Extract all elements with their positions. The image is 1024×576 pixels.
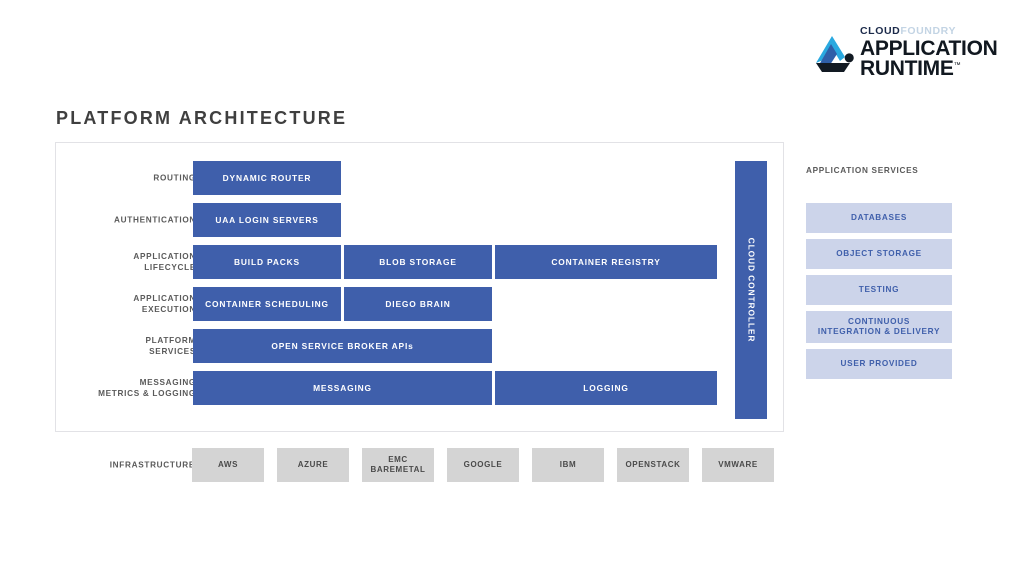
architecture-component-box[interactable]: CONTAINER SCHEDULING: [193, 287, 341, 321]
logo-foundry-text: FOUNDRY: [900, 25, 957, 38]
application-service-label: TESTING: [858, 284, 900, 294]
infrastructure-provider-label-line: VMWARE: [718, 460, 758, 469]
architecture-component-box[interactable]: BLOB STORAGE: [344, 245, 492, 279]
architecture-component-label: BLOB STORAGE: [379, 257, 457, 267]
architecture-row-label-line: PLATFORM: [145, 336, 196, 345]
application-service-label: DATABASES: [850, 212, 908, 222]
architecture-row-label-line: METRICS & LOGGING: [98, 389, 196, 398]
infrastructure-provider-label: OPENSTACK: [625, 460, 680, 470]
infrastructure-provider-label: VMWARE: [718, 460, 758, 470]
architecture-row-label-line: AUTHENTICATION: [114, 215, 196, 225]
application-service-label: USER PROVIDED: [840, 358, 918, 368]
architecture-row-label-line: APPLICATION: [133, 252, 196, 261]
architecture-component-label: MESSAGING: [313, 383, 372, 393]
architecture-row: APPLICATION EXECUTION CONTAINER SCHEDULING…: [56, 287, 783, 321]
architecture-component-box[interactable]: DIEGO BRAIN: [344, 287, 492, 321]
architecture-row-label-line: EXECUTION: [141, 305, 196, 314]
architecture-row-label-line: SERVICES: [149, 347, 196, 356]
architecture-row-label-line: APPLICATION: [133, 294, 196, 303]
cloud-foundry-logo: CLOUDFOUNDRY APPLICATION RUNTIME™: [810, 24, 998, 82]
infrastructure-provider-label-line: AZURE: [297, 460, 329, 469]
infrastructure-provider-box[interactable]: AZURE: [277, 448, 349, 482]
infrastructure-provider-label-line: OPENSTACK: [625, 460, 681, 469]
infrastructure-provider-label-line: BAREMETAL: [370, 465, 426, 474]
infrastructure-provider-box[interactable]: GOOGLE: [447, 448, 519, 482]
application-service-label-line: INTEGRATION & DELIVERY: [817, 327, 941, 336]
architecture-component-label: CONTAINER REGISTRY: [551, 257, 661, 267]
architecture-row: APPLICATION LIFECYCLE BUILD PACKS BLOB STOR…: [56, 245, 783, 279]
architecture-component-label: CONTAINER SCHEDULING: [205, 299, 329, 309]
architecture-component-label: DYNAMIC ROUTER: [222, 173, 312, 183]
infrastructure-provider-box[interactable]: VMWARE: [702, 448, 774, 482]
application-service-label: OBJECT STORAGE: [836, 248, 922, 258]
application-services-panel: APPLICATION SERVICES DATABASES OBJECT STO…: [806, 166, 952, 385]
architecture-component-box[interactable]: DYNAMIC ROUTER: [193, 161, 341, 195]
architecture-row-label: AUTHENTICATION: [76, 215, 196, 226]
infrastructure-provider-label: AWS: [218, 460, 238, 470]
architecture-row-label-line: ROUTING: [153, 173, 196, 183]
architecture-row-label: ROUTING: [76, 173, 196, 184]
architecture-row-label: APPLICATION LIFECYCLE: [76, 251, 196, 273]
infrastructure-provider-label-line: IBM: [559, 460, 577, 469]
logo-cloud-text: CLOUD: [860, 25, 901, 38]
cloud-controller-label: CLOUD CONTROLLER: [746, 237, 756, 343]
architecture-row-label: PLATFORM SERVICES: [76, 335, 196, 357]
architecture-component-label: DIEGO BRAIN: [385, 299, 451, 309]
application-service-box[interactable]: DATABASES: [806, 203, 952, 233]
logo-wordmark: CLOUDFOUNDRY APPLICATION RUNTIME™: [860, 26, 998, 81]
architecture-component-box[interactable]: LOGGING: [495, 371, 717, 405]
architecture-row: AUTHENTICATION UAA LOGIN SERVERS: [56, 203, 783, 237]
infrastructure-provider-label: AZURE: [298, 460, 329, 470]
infrastructure-label: INFRASTRUCTURE: [109, 460, 195, 470]
architecture-component-label: UAA LOGIN SERVERS: [215, 215, 319, 225]
architecture-component-box[interactable]: MESSAGING: [193, 371, 492, 405]
architecture-component-box[interactable]: UAA LOGIN SERVERS: [193, 203, 341, 237]
application-service-label-line: CONTINUOUS: [847, 316, 911, 326]
architecture-row-label-line: MESSAGING: [139, 378, 196, 387]
application-services-title: APPLICATION SERVICES: [806, 166, 919, 175]
architecture-component-label: BUILD PACKS: [234, 257, 300, 267]
logo-application-text: APPLICATION: [860, 36, 998, 60]
application-services-list: DATABASES OBJECT STORAGE TESTING CONTINUOUS…: [806, 203, 952, 379]
infrastructure-provider-box[interactable]: OPENSTACK: [617, 448, 689, 482]
logo-runtime-word: RUNTIME: [860, 57, 954, 81]
infrastructure-provider-label-line: EMC: [388, 455, 408, 464]
architecture-panel: ROUTING DYNAMIC ROUTER AUTHENTICATION UAA L…: [55, 142, 784, 432]
architecture-row: MESSAGING METRICS & LOGGING MESSAGING LOGGI…: [56, 371, 783, 405]
architecture-row-label-line: LIFECYCLE: [144, 263, 196, 272]
infrastructure-provider-label-line: AWS: [217, 460, 239, 469]
logo-trademark: ™: [953, 62, 961, 70]
architecture-component-box[interactable]: CONTAINER REGISTRY: [495, 245, 717, 279]
logo-line-cloudfoundry: CLOUDFOUNDRY: [860, 26, 997, 37]
infrastructure-provider-box[interactable]: IBM: [532, 448, 604, 482]
architecture-row-label: APPLICATION EXECUTION: [76, 293, 196, 315]
architecture-row-label: MESSAGING METRICS & LOGGING: [76, 377, 196, 399]
page-title: PLATFORM ARCHITECTURE: [56, 108, 348, 128]
infrastructure-provider-box[interactable]: AWS: [192, 448, 264, 482]
architecture-component-label: LOGGING: [583, 383, 629, 393]
architecture-component-box[interactable]: BUILD PACKS: [193, 245, 341, 279]
application-service-box[interactable]: TESTING: [806, 275, 952, 305]
infrastructure-provider-label: GOOGLE: [464, 460, 503, 470]
application-service-box[interactable]: USER PROVIDED: [806, 349, 952, 379]
architecture-component-label: OPEN SERVICE BROKER APIs: [271, 341, 414, 351]
infrastructure-provider-label-line: GOOGLE: [463, 460, 503, 469]
cloud-foundry-logo-mark: [816, 36, 854, 72]
logo-runtime-text: RUNTIME™: [860, 57, 997, 81]
architecture-row: ROUTING DYNAMIC ROUTER: [56, 161, 783, 195]
architecture-row: PLATFORM SERVICES OPEN SERVICE BROKER APIs: [56, 329, 783, 363]
cloud-controller-bar[interactable]: CLOUD CONTROLLER: [735, 161, 767, 419]
architecture-component-box[interactable]: OPEN SERVICE BROKER APIs: [193, 329, 492, 363]
application-service-box[interactable]: OBJECT STORAGE: [806, 239, 952, 269]
infrastructure-provider-label: IBM: [560, 460, 576, 470]
